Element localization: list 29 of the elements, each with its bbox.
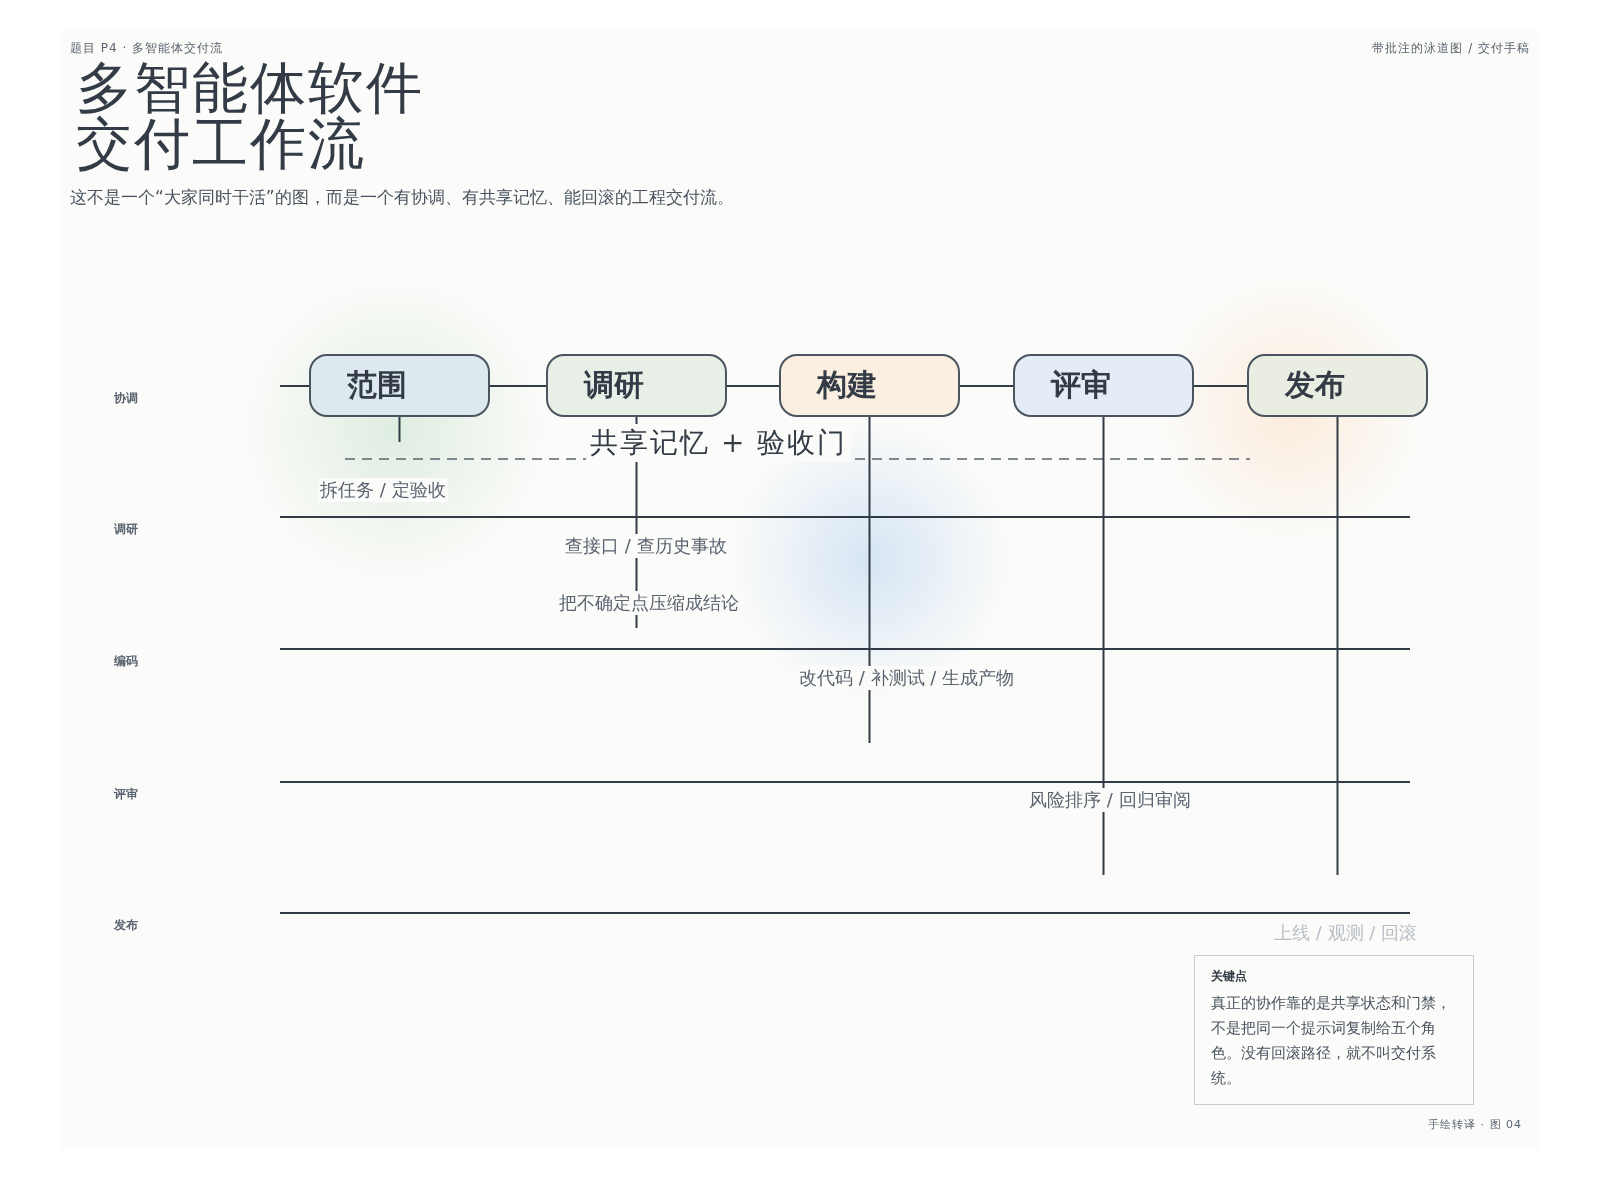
lane-label: 编码 (114, 653, 138, 670)
header-text: 题目 P4 · 多智能体交付流 (70, 40, 224, 57)
drop-line (868, 416, 871, 744)
lane-label: 发布 (114, 917, 138, 934)
lane-label: 协调 (114, 390, 138, 407)
footer-text: 手绘转译 · 图 04 (1428, 1117, 1522, 1132)
note-box (1194, 955, 1474, 1105)
lane-label: 调研 (114, 521, 138, 538)
stage-box: 调研 (546, 354, 727, 417)
stage-box: 评审 (1013, 354, 1194, 417)
stage-box: 发布 (1247, 354, 1428, 417)
drop-line (1102, 416, 1105, 876)
subtitle: 这不是一个“大家同时干活”的图，而是一个有协调、有共享记忆、能回滚的工程交付流。 (70, 186, 734, 209)
task-label: 风险排序 / 回归审阅 (1027, 788, 1193, 812)
note-text: 真正的协作靠的是共享状态和门禁，不是把同一个提示词复制给五个角色。没有回滚路径，就不叫交付系统。 (1211, 994, 1452, 1088)
title: 多智能体软件交付工作流 (76, 60, 425, 172)
task-label: 把不确定点压缩成结论 (557, 591, 741, 615)
note-heading: 关键点 (1211, 968, 1248, 985)
stage-box: 构建 (779, 354, 960, 417)
task-label: 改代码 / 补测试 / 生成产物 (797, 666, 1016, 690)
header-text: 带批注的泳道图 / 交付手稿 (1372, 40, 1530, 57)
drop-line (398, 416, 401, 443)
task-label: 上线 / 观测 / 回滚 (1272, 921, 1419, 945)
task-label: 查接口 / 查历史事故 (563, 534, 729, 558)
lane-label: 评审 (114, 786, 138, 803)
stage-box: 范围 (309, 354, 490, 417)
task-label: 拆任务 / 定验收 (318, 478, 448, 502)
annotation-text: 共享记忆 + 验收门 (586, 424, 852, 462)
drop-line (1336, 416, 1339, 876)
